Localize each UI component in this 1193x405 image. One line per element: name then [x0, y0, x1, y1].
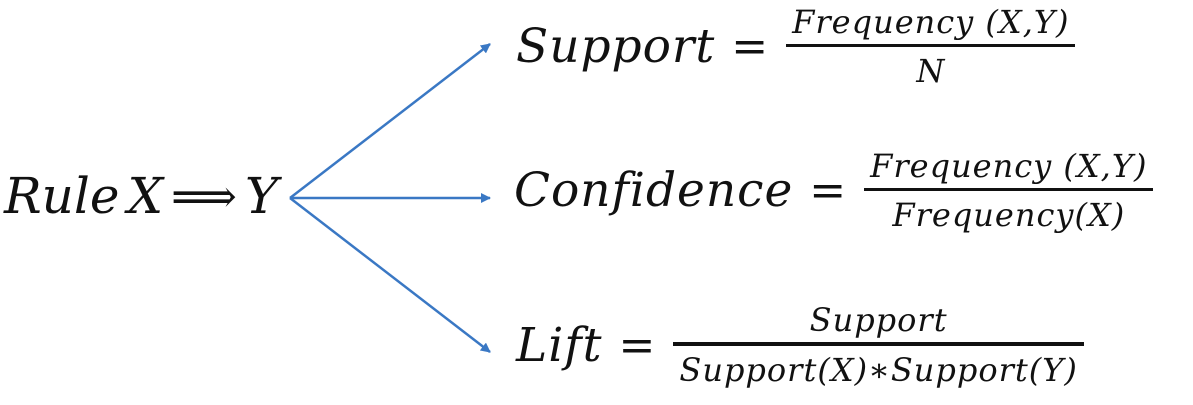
- confidence-label: Confidence: [514, 163, 794, 218]
- equals-sign: =: [809, 165, 847, 216]
- rule-prefix: Rule: [4, 167, 120, 225]
- confidence-numerator: Frequency (X,Y): [870, 147, 1148, 185]
- confidence-denominator: Frequency(X): [892, 196, 1126, 234]
- lift-denominator: Support(X)∗Support(Y): [679, 351, 1078, 389]
- implies-symbol: ⟹: [171, 169, 237, 223]
- fraction-bar: [786, 44, 1076, 47]
- arrow-to-support: [289, 43, 491, 199]
- arrow-to-lift: [289, 197, 491, 353]
- fraction-bar: [864, 188, 1154, 191]
- fraction-bar: [673, 342, 1084, 346]
- equals-sign: =: [618, 319, 656, 371]
- rule-expression: Rule X ⟹ Y: [4, 166, 278, 226]
- confidence-fraction: Frequency (X,Y) Frequency(X): [864, 146, 1154, 235]
- support-denominator: N: [916, 52, 946, 90]
- support-numerator: Frequency (X,Y): [792, 3, 1070, 41]
- lift-numerator: Support: [809, 301, 948, 339]
- lift-label: Lift: [516, 317, 603, 373]
- support-label: Support: [516, 19, 716, 74]
- lift-fraction: Support Support(X)∗Support(Y): [673, 300, 1084, 390]
- rule-consequent: Y: [245, 167, 279, 225]
- support-fraction: Frequency (X,Y) N: [786, 2, 1076, 91]
- confidence-formula: Confidence = Frequency (X,Y) Frequency(X…: [514, 146, 1154, 235]
- support-formula: Support = Frequency (X,Y) N: [516, 2, 1076, 91]
- rule-antecedent: X: [127, 167, 164, 225]
- lift-formula: Lift = Support Support(X)∗Support(Y): [516, 300, 1084, 390]
- equals-sign: =: [731, 21, 769, 72]
